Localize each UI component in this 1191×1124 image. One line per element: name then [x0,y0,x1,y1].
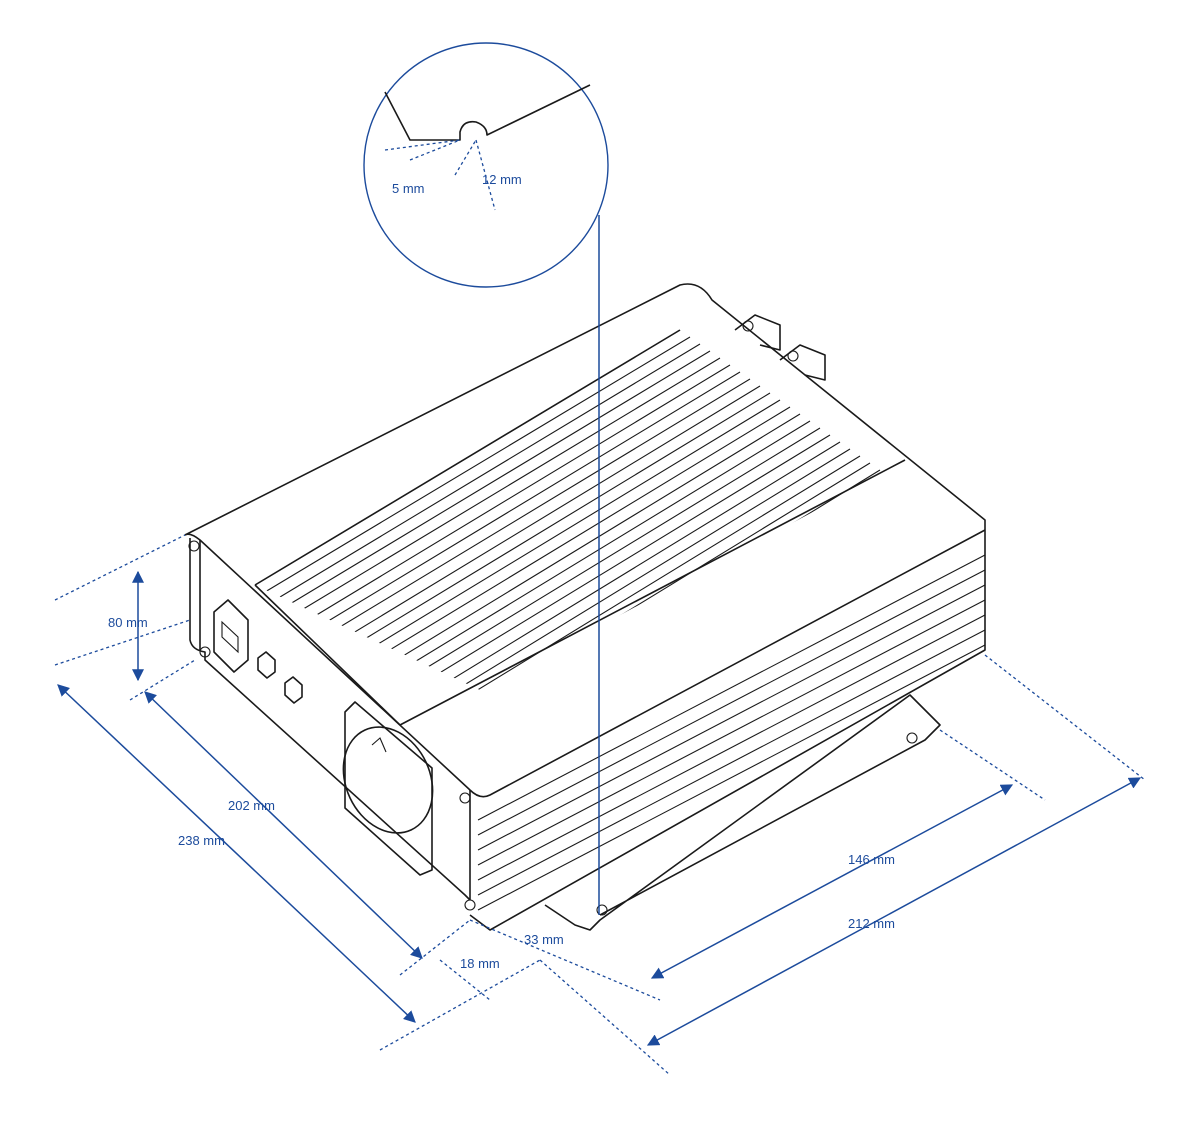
depth-outer-label: 238 mm [178,833,225,848]
height-label: 80 mm [108,615,148,630]
width-outer-label: 212 mm [848,916,895,931]
front-panel [188,540,476,911]
side-fins [477,554,986,911]
dimension-lines: 80 mm 238 mm 202 mm 18 mm 33 mm 146 mm 2… [54,534,1146,1076]
inverter-body [184,283,986,931]
slot-depth-label: 5 mm [392,181,425,196]
foot-offset-2-label: 33 mm [524,932,564,947]
foot-offset-1-label: 18 mm [460,956,500,971]
detail-magnifier: 5 mm 12 mm [363,42,609,915]
width-inner-label: 146 mm [848,852,895,867]
depth-inner-label: 202 mm [228,798,275,813]
slot-width-label: 12 mm [482,172,522,187]
top-fins [255,330,881,690]
